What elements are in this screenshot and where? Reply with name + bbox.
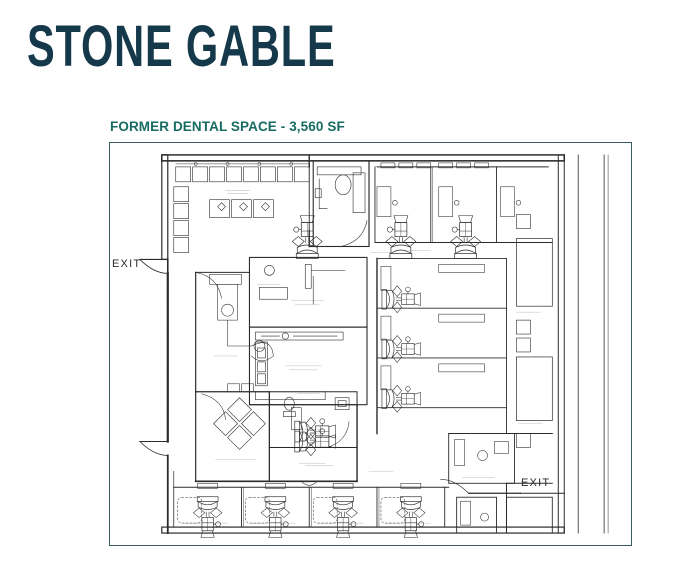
brand-logo: STONE GABLE bbox=[27, 14, 336, 80]
exit-label-left: EXIT bbox=[112, 258, 142, 270]
floorplan-drawing bbox=[110, 143, 631, 545]
page-title: FORMER DENTAL SPACE - 3,560 SF bbox=[110, 119, 345, 134]
floorplan-frame bbox=[109, 142, 632, 546]
exit-label-right: EXIT bbox=[521, 477, 551, 489]
floorplan-svg bbox=[139, 154, 609, 538]
